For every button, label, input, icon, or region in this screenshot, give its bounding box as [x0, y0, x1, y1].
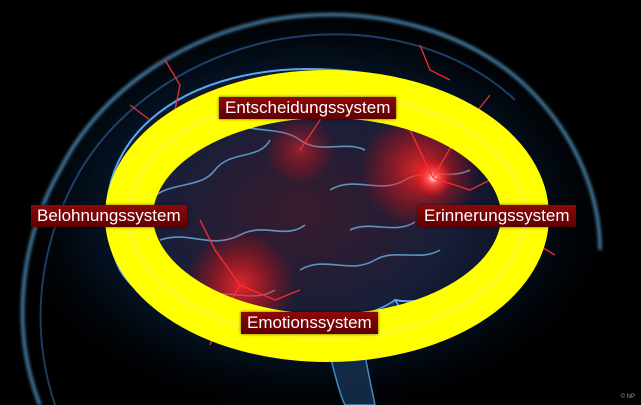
node-entscheidungssystem: Entscheidungssystem: [219, 97, 396, 119]
node-erinnerungssystem: Erinnerungssystem: [418, 205, 576, 227]
node-emotionssystem: Emotionssystem: [241, 312, 378, 334]
node-belohnungssystem: Belohnungssystem: [31, 205, 187, 227]
image-credit: © NP: [621, 393, 635, 401]
